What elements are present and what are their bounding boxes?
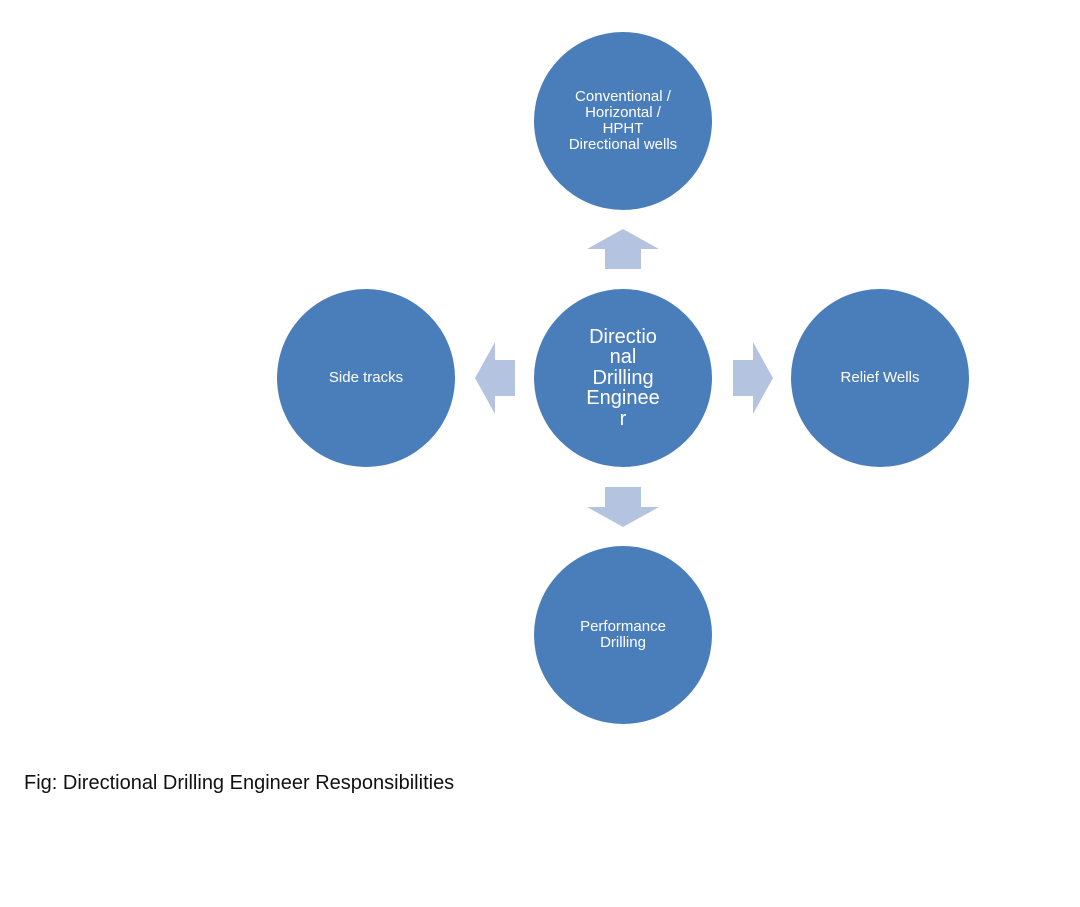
node-directional-drilling-engineer: Directio nal Drilling Enginee r [534,289,712,467]
node-conventional-wells-label: Conventional / Horizontal / HPHT Directi… [568,87,678,154]
arrow-up-icon [587,229,659,269]
node-relief-wells-label: Relief Wells [840,368,920,386]
node-relief-wells: Relief Wells [791,289,969,467]
arrow-left-icon [475,342,515,414]
node-performance-drilling: Performance Drilling [534,546,712,724]
node-side-tracks: Side tracks [277,289,455,467]
node-performance-drilling-label: Performance Drilling [580,617,666,651]
node-directional-drilling-engineer-label: Directio nal Drilling Enginee r [586,326,660,430]
arrow-right-icon [733,342,773,414]
node-conventional-wells: Conventional / Horizontal / HPHT Directi… [534,32,712,210]
figure-caption: Fig: Directional Drilling Engineer Respo… [24,772,455,794]
arrow-down-icon [587,487,659,527]
node-side-tracks-label: Side tracks [328,368,404,386]
